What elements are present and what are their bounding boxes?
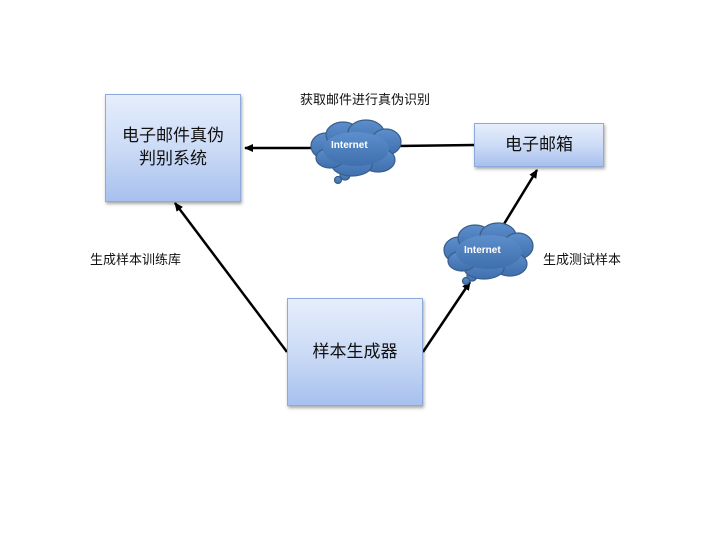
- node-email-verifier: 电子邮件真伪 判别系统: [105, 94, 241, 202]
- node-mailbox-label: 电子邮箱: [505, 134, 573, 155]
- node-mailbox: 电子邮箱: [474, 123, 604, 167]
- cloud-top-label: Internet: [331, 140, 368, 151]
- edge-generator-to-cloud: [421, 281, 472, 353]
- edge-label-top: 获取邮件进行真伪识别: [300, 93, 431, 108]
- edge-cloud-to-mailbox: [502, 169, 539, 225]
- node-sample-generator-label: 样本生成器: [312, 341, 398, 362]
- cloud-top-shape: [310, 119, 402, 185]
- node-email-verifier-text: 电子邮件真伪 判别系统: [122, 125, 224, 171]
- edge-label-left: 生成样本训练库: [90, 253, 182, 268]
- edge-generator-to-verifier: [174, 202, 288, 353]
- edge-mailbox-to-cloud: [397, 143, 475, 148]
- edge-label-right: 生成测试样本: [543, 253, 622, 268]
- node-email-verifier-line2: 判别系统: [139, 149, 207, 169]
- node-sample-generator: 样本生成器: [287, 298, 423, 406]
- node-email-verifier-line1: 电子邮件真伪: [122, 126, 224, 146]
- cloud-right-shape: [443, 222, 534, 286]
- cloud-right-label: Internet: [464, 245, 501, 256]
